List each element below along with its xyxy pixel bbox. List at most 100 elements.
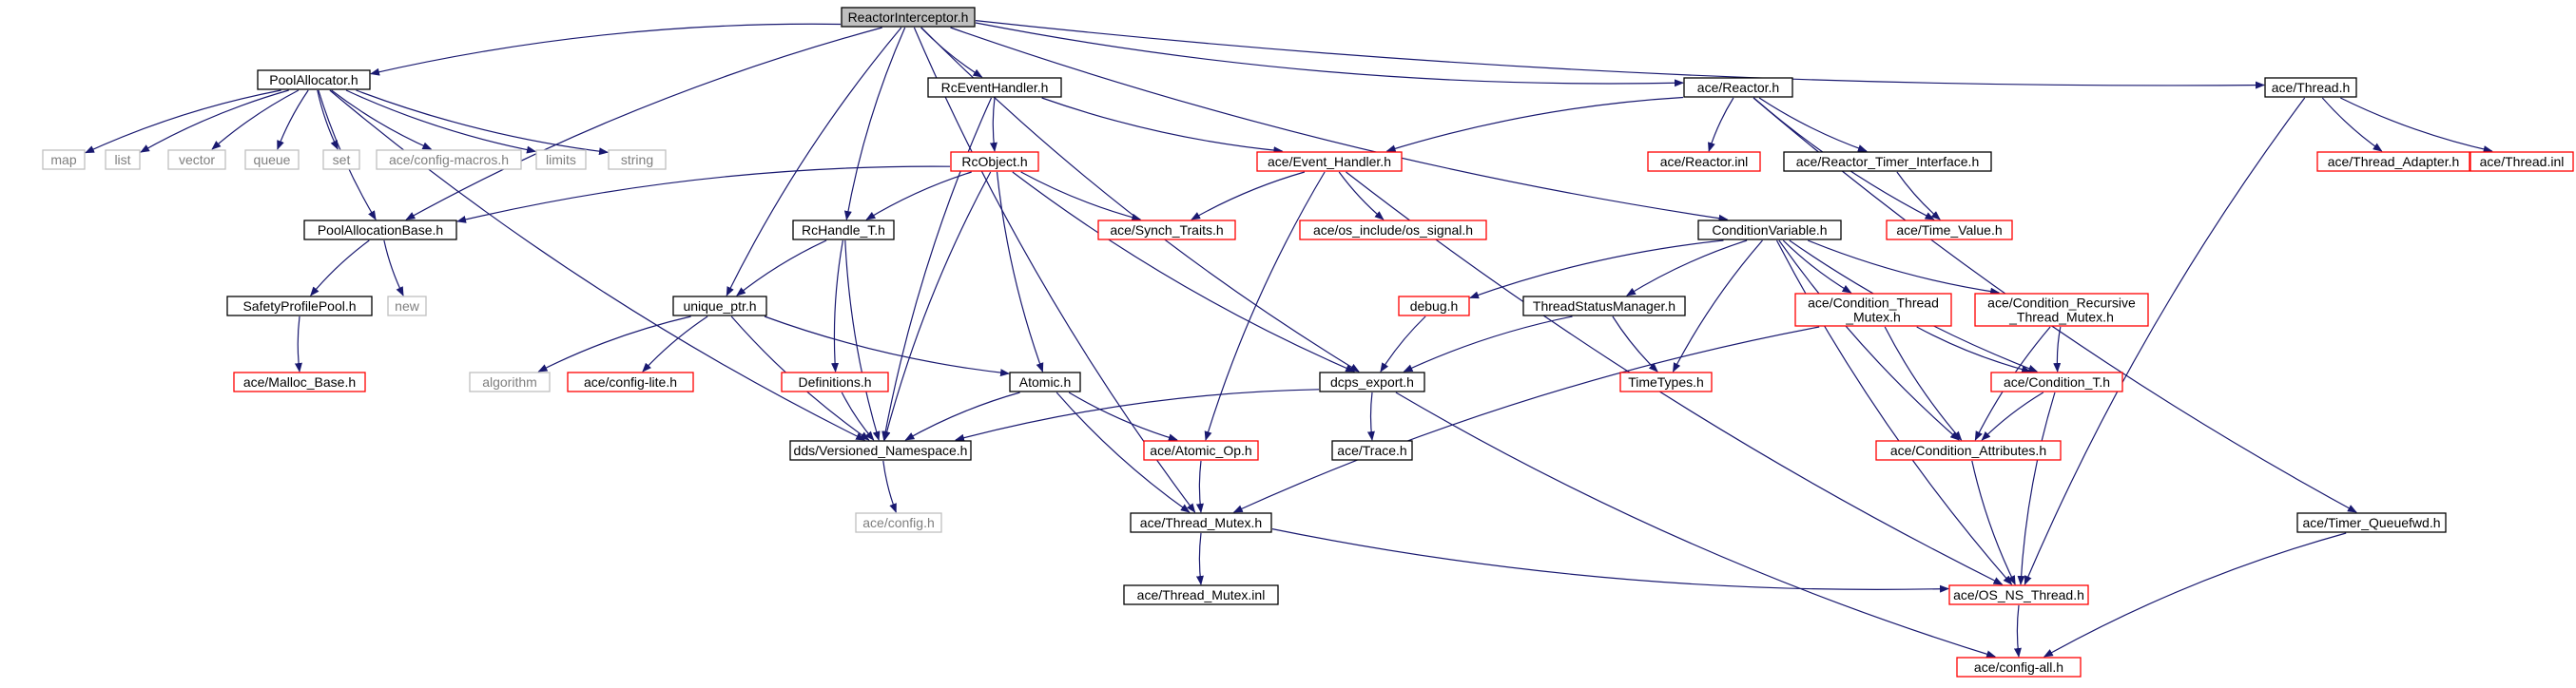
node-label-rceventhandler: RcEventHandler.h xyxy=(941,80,1049,95)
node-label-timerqueuefwd: ace/Timer_Queuefwd.h xyxy=(2303,515,2441,530)
node-rceventhandler[interactable]: RcEventHandler.h xyxy=(927,77,1062,98)
edge-threadstatus-to-timetypes xyxy=(1612,315,1658,373)
node-threadadapter[interactable]: ace/Thread_Adapter.h xyxy=(2316,151,2470,172)
node-threadstatus[interactable]: ThreadStatusManager.h xyxy=(1522,296,1686,316)
node-label-queue: queue xyxy=(254,152,291,167)
edge-condvar-to-condrecursive xyxy=(1807,239,2001,296)
node-debug[interactable]: debug.h xyxy=(1398,296,1470,316)
node-poolallocator[interactable]: PoolAllocator.h xyxy=(257,69,371,90)
node-root[interactable]: ReactorInterceptor.h xyxy=(841,7,976,28)
edge-condvar-to-osnsthread xyxy=(1775,239,2013,585)
node-mallocbase[interactable]: ace/Malloc_Base.h xyxy=(233,372,366,392)
node-uniqueptr[interactable]: unique_ptr.h xyxy=(672,296,767,316)
node-label-rcobject: RcObject.h xyxy=(961,154,1027,169)
node-condrecursive[interactable]: ace/Condition_Recursive_Thread_Mutex.h xyxy=(1974,293,2149,327)
node-atomicop[interactable]: ace/Atomic_Op.h xyxy=(1143,440,1259,461)
node-condvar[interactable]: ConditionVariable.h xyxy=(1697,220,1842,240)
node-reactor[interactable]: ace/Reactor.h xyxy=(1683,77,1793,98)
node-ossignal[interactable]: ace/os_include/os_signal.h xyxy=(1299,220,1487,240)
node-threadmutexinl[interactable]: ace/Thread_Mutex.inl xyxy=(1123,584,1279,605)
node-vector[interactable]: vector xyxy=(167,149,226,170)
node-box-algorithm xyxy=(469,372,551,392)
edge-poolallocator-to-string xyxy=(356,89,609,156)
node-reactortimer[interactable]: ace/Reactor_Timer_Interface.h xyxy=(1783,151,1992,172)
node-configmacros[interactable]: ace/config-macros.h xyxy=(376,149,522,170)
edge-threadstatus-to-dcpsexport xyxy=(1403,315,1573,373)
node-label-rchandle: RcHandle_T.h xyxy=(802,222,885,238)
node-threadmutex[interactable]: ace/Thread_Mutex.h xyxy=(1130,512,1272,533)
node-rchandle[interactable]: RcHandle_T.h xyxy=(792,220,895,240)
node-thread[interactable]: ace/Thread.h xyxy=(2264,77,2357,98)
node-map[interactable]: map xyxy=(42,149,86,170)
node-condT[interactable]: ace/Condition_T.h xyxy=(1990,372,2123,392)
node-timerqueuefwd[interactable]: ace/Timer_Queuefwd.h xyxy=(2296,512,2447,533)
node-new[interactable]: new xyxy=(387,296,427,316)
node-osnsthread[interactable]: ace/OS_NS_Thread.h xyxy=(1948,584,2089,605)
node-poolallocbase[interactable]: PoolAllocationBase.h xyxy=(303,220,457,240)
node-condattr[interactable]: ace/Condition_Attributes.h xyxy=(1875,440,2062,461)
edge-condattr-to-osnsthread xyxy=(1971,460,2016,585)
node-threadinl[interactable]: ace/Thread.inl xyxy=(2469,151,2574,172)
node-limits[interactable]: limits xyxy=(535,149,587,170)
edges-layer xyxy=(85,20,2493,659)
node-versioned[interactable]: dds/Versioned_Namespace.h xyxy=(789,440,972,461)
node-label-condvar: ConditionVariable.h xyxy=(1712,222,1827,238)
node-reactorinl[interactable]: ace/Reactor.inl xyxy=(1647,151,1761,172)
node-label-thread: ace/Thread.h xyxy=(2272,80,2351,95)
node-atomic[interactable]: Atomic.h xyxy=(1009,372,1081,392)
edge-atomic-to-threadmutex xyxy=(1056,392,1191,513)
node-box-rchandle xyxy=(792,220,895,240)
node-label-reactor: ace/Reactor.h xyxy=(1697,80,1779,95)
node-safetypool[interactable]: SafetyProfilePool.h xyxy=(226,296,373,316)
node-box-condT xyxy=(1990,372,2123,392)
edge-rchandle-to-versioned xyxy=(844,239,881,441)
node-trace[interactable]: ace/Trace.h xyxy=(1331,440,1413,461)
edge-osnsthread-to-configall xyxy=(2013,604,2022,658)
edge-definitions-to-versioned xyxy=(841,392,875,441)
node-box-rcobject xyxy=(950,151,1039,172)
node-box-poolallocator xyxy=(257,69,371,90)
node-definitions[interactable]: Definitions.h xyxy=(781,372,889,392)
node-label-condrecursive: ace/Condition_Recursive xyxy=(1987,296,2136,311)
node-dcpsexport[interactable]: dcps_export.h xyxy=(1319,372,1425,392)
edge-atomic-to-versioned xyxy=(904,392,1020,441)
node-box-ossignal xyxy=(1299,220,1487,240)
node-configlite[interactable]: ace/config-lite.h xyxy=(567,372,694,392)
edge-root-to-poolallocator xyxy=(370,23,842,76)
edge-reactor-to-reactorinl xyxy=(1708,97,1734,152)
node-box-versioned xyxy=(789,440,972,461)
node-configh[interactable]: ace/config.h xyxy=(855,512,942,533)
node-label-timetypes: TimeTypes.h xyxy=(1628,374,1704,390)
node-synchtraits[interactable]: ace/Synch_Traits.h xyxy=(1097,220,1236,240)
edge-dcpsexport-to-versioned xyxy=(955,389,1320,442)
edge-uniqueptr-to-algorithm xyxy=(537,315,691,373)
edge-atomic-to-atomicop xyxy=(1068,392,1178,442)
edge-poolallocator-to-limits xyxy=(345,89,536,154)
node-label-timevalue: ace/Time_Value.h xyxy=(1896,222,2002,238)
node-list[interactable]: list xyxy=(105,149,141,170)
node-configall[interactable]: ace/config-all.h xyxy=(1956,657,2082,678)
node-timetypes[interactable]: TimeTypes.h xyxy=(1619,372,1713,392)
node-label-algorithm: algorithm xyxy=(482,374,537,390)
edge-rcobject-to-atomic xyxy=(996,171,1044,373)
node-queue[interactable]: queue xyxy=(244,149,300,170)
node-box-atomicop xyxy=(1143,440,1259,461)
node-label-synchtraits: ace/Synch_Traits.h xyxy=(1110,222,1223,238)
node-label-definitions: Definitions.h xyxy=(798,374,871,390)
node-string[interactable]: string xyxy=(608,149,667,170)
node-label-limits: limits xyxy=(546,152,576,167)
edge-condvar-to-condthreadmutex xyxy=(1782,239,1852,294)
node-algorithm[interactable]: algorithm xyxy=(469,372,551,392)
node-eventhandler[interactable]: ace/Event_Handler.h xyxy=(1256,151,1403,172)
edge-root-to-thread xyxy=(975,20,2265,89)
node-label-configmacros: ace/config-macros.h xyxy=(389,152,509,167)
node-label-threadstatus: ThreadStatusManager.h xyxy=(1533,298,1675,314)
node-box-atomic xyxy=(1009,372,1081,392)
node-timevalue[interactable]: ace/Time_Value.h xyxy=(1886,220,2013,240)
edge-root-to-rchandle xyxy=(843,27,906,220)
node-set[interactable]: set xyxy=(322,149,360,170)
node-label-atomic: Atomic.h xyxy=(1019,374,1071,390)
node-condthreadmutex[interactable]: ace/Condition_Thread_Mutex.h xyxy=(1794,293,1952,327)
node-box-reactor xyxy=(1683,77,1793,98)
node-rcobject[interactable]: RcObject.h xyxy=(950,151,1039,172)
